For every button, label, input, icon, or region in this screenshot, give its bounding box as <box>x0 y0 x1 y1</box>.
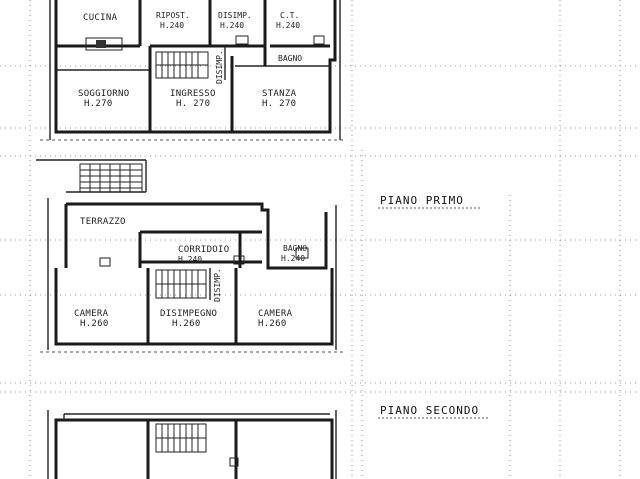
room-height-corridoio: H.240 <box>178 255 202 264</box>
room-label-ct: C.T. <box>280 11 299 20</box>
second-floor-plan: PIANO SECONDO <box>47 404 490 479</box>
second-floor-stair <box>155 423 207 453</box>
room-label-bagno-first: BAGNO <box>283 244 307 253</box>
room-label-corridoio: CORRIDOIO <box>178 245 229 255</box>
room-label-ripost: RIPOST. <box>156 11 190 20</box>
floor-title-piano-primo: PIANO PRIMO <box>380 194 464 207</box>
room-height-disimpegno: H.260 <box>172 319 201 329</box>
room-height-stanza: H. 270 <box>262 99 296 109</box>
floor-title-piano-secondo: PIANO SECONDO <box>380 404 479 417</box>
room-label-camera-left: CAMERA <box>74 309 109 319</box>
room-label-disimp-vertical: DISIMP. <box>215 50 224 84</box>
room-label-ingresso: INGRESSO <box>170 89 216 99</box>
first-floor-stair <box>155 269 207 299</box>
room-label-terrazzo: TERRAZZO <box>80 217 126 227</box>
ground-floor-stair <box>155 51 209 79</box>
ground-floor-plan: CUCINA RIPOST. H.240 DISIMP. H.240 C.T. … <box>40 0 345 141</box>
room-label-disimp-vertical-first: DISIMP. <box>213 268 222 302</box>
first-floor-plan: PIANO PRIMO TERRAZZO CORRIDOIO H.240 BAG… <box>36 159 482 353</box>
room-height-camera-left: H.260 <box>80 319 109 329</box>
first-floor-external-stair <box>79 163 143 193</box>
room-label-cucina: CUCINA <box>83 13 118 23</box>
room-label-camera-right: CAMERA <box>258 309 293 319</box>
room-height-bagno-first: H.240 <box>281 254 305 263</box>
room-label-stanza: STANZA <box>262 89 297 99</box>
room-label-disimpegno: DISIMPEGNO <box>160 309 217 319</box>
room-height-camera-right: H.260 <box>258 319 287 329</box>
room-label-soggiorno: SOGGIORNO <box>78 89 129 99</box>
room-height-ct: H.240 <box>276 21 300 30</box>
room-label-bagno: BAGNO <box>278 54 302 63</box>
room-label-disimp: DISIMP. <box>218 11 252 20</box>
room-height-ripost: H.240 <box>160 21 184 30</box>
room-height-soggiorno: H.270 <box>84 99 113 109</box>
room-height-disimp: H.240 <box>220 21 244 30</box>
room-height-ingresso: H. 270 <box>176 99 210 109</box>
